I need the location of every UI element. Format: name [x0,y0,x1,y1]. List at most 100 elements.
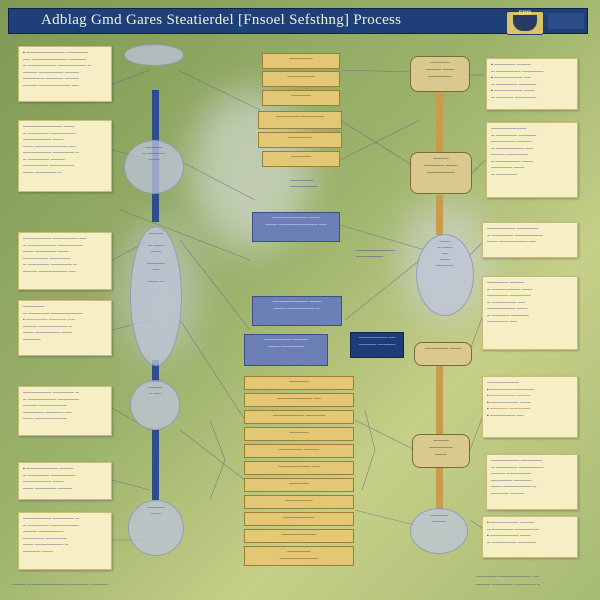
footer-text: ────── ───────── ── [476,574,540,580]
text-line: ─ ────── ─────── [491,464,544,471]
text-line: ─ ─────── ─── [491,158,533,165]
text-line: ───────── [487,380,519,386]
text-line: ▪ ─────── ──── [487,393,531,399]
text-line: ─── ────── ─── [23,249,69,255]
text-line: ─────────── ─── [23,124,74,130]
text-line: ─ ─────── ───── [487,539,536,546]
text-line: ──────── ────── [491,458,542,464]
footer-text: ──── ────── ────── ─ [476,582,541,588]
process-node: ──── ───────────── [416,234,474,316]
note-card: ──────── ─────── ── ─ ──────── ─────── ─… [18,232,112,290]
stage-block: ────── ────── [258,111,342,129]
text-line: ▪ ────── ────── [487,386,535,393]
text-line: ▪ ──────── ──── [487,520,535,526]
process-node: ──────── [128,500,184,556]
text-line: ── ────────── ───── [23,56,87,63]
text-line: ▪ ────── ───── ── [23,317,75,323]
text-line: ─── ─────── ─── [23,330,72,336]
text-line: ─ ─────── ────── [491,68,544,75]
process-node: ────── ─── [414,342,472,366]
text-line: ──── ───────── ── [23,82,79,89]
note-card: ──────── ────── ─ ────── ─────── ──── ──… [486,454,578,510]
text-line: ▪ ──────── ─── [487,533,531,539]
process-box: ───────── ────── ─────── ─ [252,296,342,326]
text-line: ─ ─────── ── [487,299,526,306]
text-line: ────── ──── [487,280,524,286]
text-line: ─ ────── ───── [491,132,537,139]
text-line: ──── ─────── [23,529,64,535]
text-line: ▪ ────── ──── [491,62,531,68]
process-node: ───── ── [130,380,180,430]
text-line: ▪ ───── ────── [487,406,531,412]
text-line: ─ ───── ────── [491,94,537,101]
note-card: ──────── ────── ─ ────── ──────── ─── ──… [482,222,578,258]
stage-block: ────── [258,132,342,148]
note-card: ▪ ──────── ──── ─ ────── ─────── ▪ ─────… [482,516,578,558]
stage-block: ──────── [244,512,354,526]
text-line: ─── ────── ──── [23,485,72,492]
stage-block: ─────── [244,495,354,509]
text-line: ──── ─────── ──── [23,69,79,76]
stage-block: ────── [262,53,340,69]
process-node: ───── ──────────────── ─ [130,226,182,366]
corner-tag [548,13,584,29]
shield-icon [513,15,537,31]
text-line: ─── ────── ─ [23,169,62,176]
text-line: ▪ ───────── ──── [23,466,74,472]
text-line: ────── ── [487,319,517,325]
text-line: ───── ─── [23,548,53,555]
note-card: ────── ─ ────── ───────── ▪ ────── ─────… [18,300,112,356]
text-line: ────── ────── [23,535,67,542]
stage-block: ───── [244,427,354,441]
process-node [124,44,184,66]
text-line: ──────── ────── ─ [23,390,79,396]
emblem-badge: EPR [506,11,544,35]
process-node: ───────── [410,508,468,554]
text-line: ─ ────── [491,171,518,178]
process-box: ───────── ────── ────────── ── [252,212,340,242]
text-line: ────── ────── [487,293,531,299]
text-line: ─── ───────── [23,416,67,422]
note-card: ──────── ────── ─ ─ ────── ──────── ────… [18,512,112,570]
text-line: ▪ ──────── ─── [491,88,535,94]
text-line: ▪ ─────── ── [487,412,524,419]
stage-block: ────── ──── [244,444,354,458]
text-line: ─ ────── ─────── [23,472,76,479]
text-line: ──────── ─── [23,137,64,143]
emblem-label: EPR [518,11,532,17]
stage-block: ───── [244,376,354,390]
text-line: ▪ ──────── ── [491,75,531,81]
process-node: ───────── ───────── [410,56,470,92]
stage-block: ───── [262,151,340,167]
text-line: ─────── ──── [491,139,532,145]
text-line: ─ ────── ─────── [487,526,540,533]
text-line: ─ ──────── ─── [487,286,533,293]
text-line: ▪ ─────────── ────── [23,50,88,56]
process-node: ───────────── [412,434,470,468]
text-line: ─ ────── ───────── [23,310,83,317]
stage-block: ───────── ── [244,393,354,407]
process-box: ─────── ─────── ────── [244,334,328,366]
text-line: ─ ────── ──────── [487,232,543,239]
text-line: ──── ──────── ── [23,268,76,275]
process-node: ───────── ────────── [410,152,472,194]
text-line: ─── ───────── ── [23,143,76,150]
text-line: ──────── ─────── ── [23,236,87,242]
text-line: ────── ───── ── [23,409,72,416]
text-line: ─── ──────── ── [487,239,536,245]
text-line: ────── ─── [491,165,525,171]
text-line: ──────── ────── ─ [23,150,79,156]
text-line: ──────── ─── [23,479,64,485]
stage-block: ──────── ── [244,461,354,475]
text-line: ─ ──────── ─────── [23,242,83,249]
process-node: ────── ──────── [124,140,184,194]
text-line: ────── ───── [491,477,532,484]
note-card: ──────── ────── ─ ─ ──────── ────── ────… [18,386,112,436]
note-card: ────────── ─ ────── ───── ─────── ──── ─… [486,122,578,198]
title-bar: Adblag Gmd Gares Steatierdel [Fnsoel Sef… [8,8,588,34]
text-line: ─────── ─────── [23,163,74,169]
text-line: ─ ────── ──── [23,156,65,163]
text-line: ─ ────── ──────── [23,522,79,529]
stage-block: ──────── ───── [244,410,354,424]
decision-box: ──────── ─────── ───── [350,332,404,358]
